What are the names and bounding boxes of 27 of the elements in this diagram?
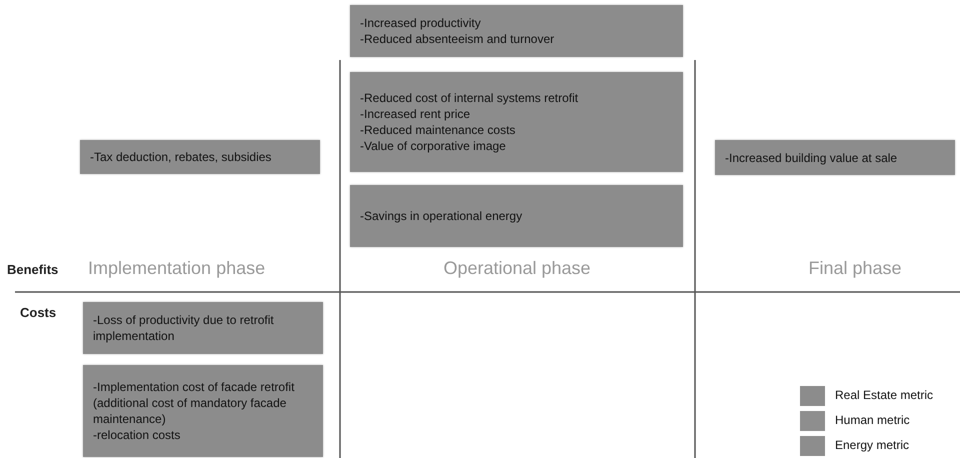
item-text: -Tax deduction, rebates, subsidies	[90, 149, 272, 165]
row-label: Costs	[20, 305, 56, 320]
phase-heading: Final phase	[808, 258, 902, 279]
phase-heading: Operational phase	[443, 258, 591, 279]
metric-box	[350, 72, 683, 172]
metric-box	[350, 5, 683, 57]
item-text: -Reduced maintenance costs	[360, 122, 516, 138]
row-label: Benefits	[7, 262, 58, 277]
legend-label: Energy metric	[835, 438, 910, 452]
item-text: -Loss of productivity due to retrofit implementation	[93, 312, 275, 344]
item-text: -Value of corporative image	[360, 138, 507, 154]
item-text: -Increased building value at sale	[725, 150, 898, 166]
legend-label: Real Estate metric	[835, 388, 934, 402]
phase-heading: Implementation phase	[88, 258, 266, 279]
metric-box	[350, 185, 683, 247]
metric-box	[83, 365, 323, 457]
metric-box	[80, 140, 320, 174]
metric-box	[715, 140, 955, 175]
legend-label: Human metric	[835, 413, 910, 427]
item-text: -Savings in operational energy	[360, 208, 524, 224]
item-text: -Reduced cost of internal systems retrofit	[360, 90, 580, 106]
item-text: -Increased productivity	[360, 15, 482, 31]
item-text: -Increased rent price	[360, 106, 472, 122]
metric-box	[83, 302, 323, 354]
item-text: -relocation costs	[93, 427, 182, 443]
item-text: -Reduced absenteeism and turnover	[360, 31, 556, 47]
item-text: -Implementation cost of facade retrofit (additional cost of mandatory facade maintenance)	[93, 379, 296, 427]
